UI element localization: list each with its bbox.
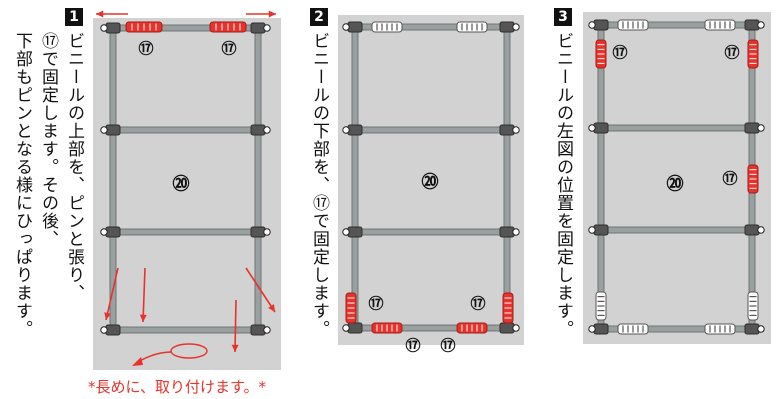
frame-beam bbox=[600, 124, 753, 132]
part17-label: ⑰ bbox=[440, 336, 456, 355]
step2-text: ビニールの下部を、⑰で固定します。 bbox=[309, 32, 329, 338]
corner-joint bbox=[593, 122, 609, 134]
corner-joint bbox=[499, 322, 515, 334]
step1-panel bbox=[93, 18, 281, 370]
joint-cap bbox=[757, 325, 765, 333]
step3-number: 3 bbox=[554, 8, 572, 26]
joint-cap bbox=[100, 326, 108, 334]
step1-text-line2: ⑰で固定します。その後、 bbox=[38, 32, 58, 248]
corner-joint bbox=[593, 19, 609, 31]
frame-post bbox=[351, 26, 359, 329]
part20-label: ⑳ bbox=[421, 172, 439, 193]
part17-label: ⑰ bbox=[221, 39, 237, 58]
corner-joint bbox=[499, 226, 515, 238]
joint-cap bbox=[588, 226, 596, 234]
joint-cap bbox=[757, 21, 765, 29]
arrow-head bbox=[104, 312, 112, 320]
corner-joint bbox=[499, 21, 515, 33]
corner-joint bbox=[744, 122, 760, 134]
corner-joint bbox=[250, 226, 266, 238]
frame-post bbox=[503, 26, 511, 329]
corner-joint bbox=[250, 22, 266, 34]
joint-cap bbox=[100, 126, 108, 134]
arrow-head bbox=[268, 10, 276, 18]
joint-cap bbox=[512, 23, 520, 31]
arrow-head bbox=[132, 357, 143, 366]
corner-joint bbox=[744, 19, 760, 31]
corner-joint bbox=[347, 322, 363, 334]
stretch-indicator bbox=[137, 351, 173, 363]
step2-number: 2 bbox=[310, 8, 328, 26]
joint-cap bbox=[512, 228, 520, 236]
frame-post bbox=[109, 27, 117, 331]
part17-label: ⑰ bbox=[722, 169, 738, 188]
step3-text: ビニールの左図の位置を固定します。 bbox=[553, 32, 573, 338]
joint-cap bbox=[757, 226, 765, 234]
part17-label: ⑰ bbox=[470, 294, 486, 313]
corner-joint bbox=[499, 124, 515, 136]
stretch-indicator bbox=[170, 343, 208, 359]
corner-joint bbox=[347, 124, 363, 136]
part17-label: ⑰ bbox=[368, 294, 384, 313]
frame-beam bbox=[354, 126, 508, 134]
frame-beam bbox=[112, 126, 259, 134]
joint-cap bbox=[512, 324, 520, 332]
corner-joint bbox=[744, 224, 760, 236]
part17-label: ⑰ bbox=[724, 43, 740, 62]
arrow-head bbox=[96, 10, 104, 18]
frame-post bbox=[254, 27, 262, 331]
frame-beam bbox=[354, 228, 508, 236]
joint-cap bbox=[512, 126, 520, 134]
pull-arrow bbox=[105, 267, 119, 321]
stretch-note: *長めに、取り付けます。* bbox=[88, 378, 267, 396]
pull-arrow bbox=[234, 299, 237, 353]
joint-cap bbox=[342, 324, 350, 332]
pull-arrow bbox=[142, 267, 146, 323]
joint-cap bbox=[342, 228, 350, 236]
part17-label: ⑰ bbox=[612, 43, 628, 62]
frame-beam bbox=[600, 226, 753, 234]
step1-text-line1: ビニールの上部を、ピンと張り、 bbox=[64, 32, 84, 302]
joint-cap bbox=[100, 24, 108, 32]
joint-cap bbox=[263, 228, 271, 236]
arrow-head bbox=[139, 314, 147, 322]
step1-number: 1 bbox=[65, 8, 83, 26]
corner-joint bbox=[105, 226, 121, 238]
corner-joint bbox=[250, 324, 266, 336]
corner-joint bbox=[593, 323, 609, 335]
joint-cap bbox=[263, 24, 271, 32]
joint-cap bbox=[263, 326, 271, 334]
step1-text-line3: 下部もピンとなる様にひっぱります。 bbox=[12, 32, 32, 338]
joint-cap bbox=[588, 124, 596, 132]
joint-cap bbox=[263, 126, 271, 134]
corner-joint bbox=[105, 22, 121, 34]
frame-beam bbox=[112, 228, 259, 236]
joint-cap bbox=[342, 23, 350, 31]
corner-joint bbox=[105, 324, 121, 336]
step3-panel bbox=[583, 12, 771, 344]
joint-cap bbox=[757, 124, 765, 132]
frame-post bbox=[597, 24, 605, 330]
joint-cap bbox=[342, 126, 350, 134]
corner-joint bbox=[347, 226, 363, 238]
step2-panel bbox=[338, 15, 524, 345]
part20-label: ⑳ bbox=[666, 174, 684, 195]
part17-label: ⑰ bbox=[405, 336, 421, 355]
pull-arrow bbox=[245, 267, 276, 313]
part20-label: ⑳ bbox=[172, 174, 190, 195]
corner-joint bbox=[347, 21, 363, 33]
corner-joint bbox=[744, 323, 760, 335]
part17-label: ⑰ bbox=[138, 39, 154, 58]
joint-cap bbox=[588, 325, 596, 333]
arrow-head bbox=[231, 344, 239, 352]
corner-joint bbox=[105, 124, 121, 136]
joint-cap bbox=[588, 21, 596, 29]
arrow-head bbox=[268, 304, 275, 312]
joint-cap bbox=[100, 228, 108, 236]
corner-joint bbox=[593, 224, 609, 236]
corner-joint bbox=[250, 124, 266, 136]
